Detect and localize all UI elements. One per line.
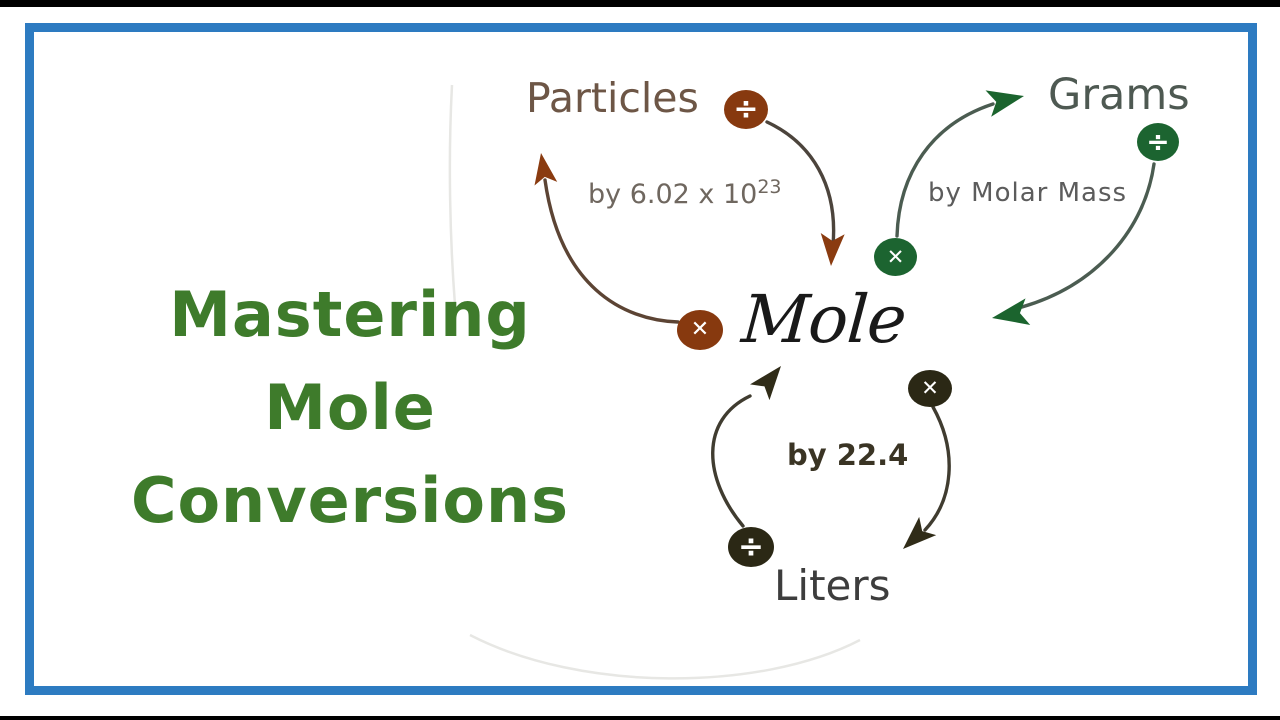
liters-multiply-badge: ✕	[908, 370, 952, 407]
multiply-icon: ✕	[690, 317, 710, 342]
particles-factor-text: by 6.02 x 10	[588, 179, 758, 210]
arrow-mole-to-grams	[895, 90, 1024, 238]
arrow-grams-to-mole	[992, 162, 1156, 325]
grams-multiply-badge: ✕	[874, 238, 917, 276]
particles-label: Particles	[526, 74, 699, 122]
arrow-liters-to-mole	[711, 366, 781, 528]
mole-center-label: Mole	[739, 281, 909, 358]
letterbox-top	[0, 0, 1280, 7]
divide-icon: ÷	[733, 91, 759, 127]
blue-border-frame	[25, 23, 1257, 695]
multiply-icon: ✕	[886, 244, 905, 269]
grams-divide-badge: ÷	[1137, 123, 1179, 161]
title-line-2: Mole	[264, 371, 436, 444]
divide-icon: ÷	[1146, 125, 1170, 158]
arrow-mole-to-particles	[534, 153, 680, 324]
particles-factor-exponent: 23	[757, 176, 782, 198]
grams-label: Grams	[1048, 70, 1190, 120]
particles-multiply-badge: ✕	[677, 310, 723, 350]
arrow-particles-to-mole	[765, 120, 845, 266]
liters-factor-label: by 22.4	[787, 438, 909, 472]
page-title: Mastering Mole Conversions	[105, 268, 595, 547]
liters-label: Liters	[774, 561, 891, 610]
grams-factor-label: by Molar Mass	[928, 178, 1128, 208]
particles-divide-badge: ÷	[724, 90, 768, 129]
letterbox-bottom	[0, 716, 1280, 720]
watermark-strokes	[448, 84, 861, 680]
title-line-1: Mastering	[169, 278, 531, 351]
multiply-icon: ✕	[921, 376, 939, 400]
title-line-3: Conversions	[130, 464, 570, 537]
arrow-mole-to-liters	[903, 405, 951, 549]
particles-factor-label: by 6.02 x 1023	[588, 176, 782, 210]
divide-icon: ÷	[738, 528, 764, 565]
liters-divide-badge: ÷	[728, 527, 774, 567]
